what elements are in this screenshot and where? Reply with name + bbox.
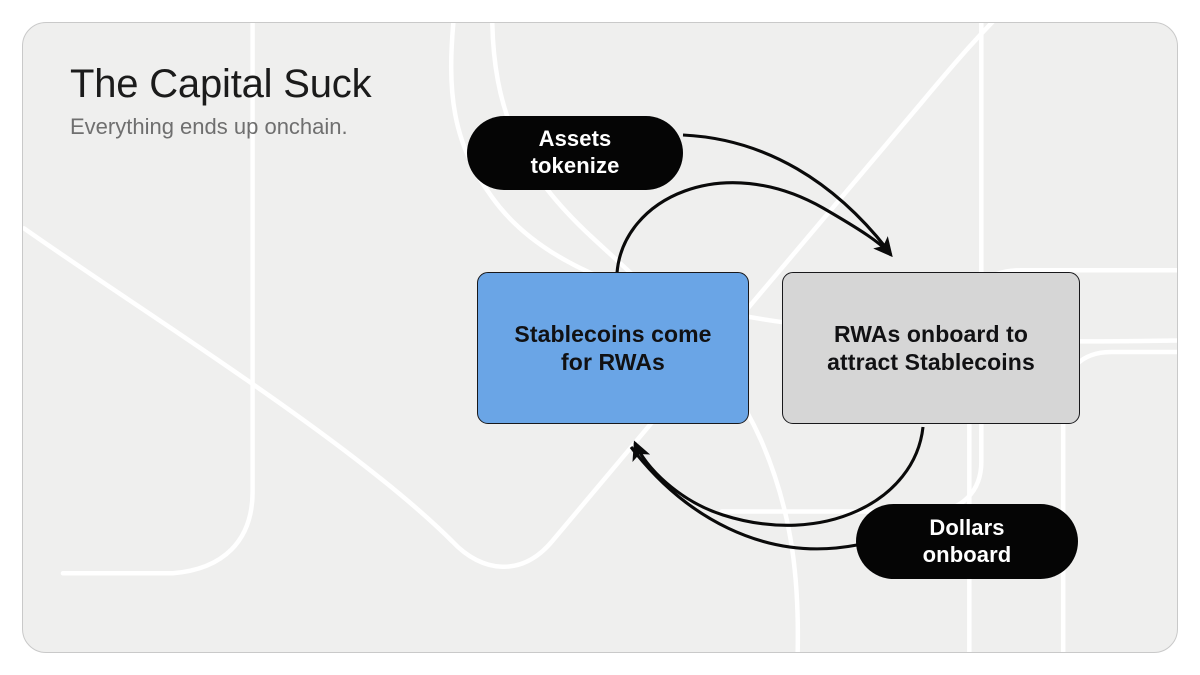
- capital-suck-diagram: Assets tokenize Stablecoins come for RWA…: [23, 23, 1177, 652]
- slide-card: The Capital Suck Everything ends up onch…: [22, 22, 1178, 653]
- node-dollars-onboard[interactable]: Dollars onboard: [856, 504, 1078, 579]
- edge-assets-tokenize-to-rwas: [682, 133, 889, 250]
- node-stablecoins-come-for-rwas[interactable]: Stablecoins come for RWAs: [477, 272, 749, 424]
- page-subtitle: Everything ends up onchain.: [70, 114, 348, 139]
- node-rwas-onboard-to-attract-stablecoins-label: RWAs onboard to attract Stablecoins: [827, 320, 1035, 375]
- heading-block: The Capital Suck Everything ends up onch…: [70, 61, 690, 140]
- node-assets-tokenize-label: Assets tokenize: [530, 126, 620, 178]
- node-stablecoins-come-for-rwas-label: Stablecoins come for RWAs: [514, 320, 712, 375]
- edge-dollars-onboard-to-stablecoins: [629, 446, 858, 551]
- edge-stablecoins-to-rwas: [615, 181, 893, 274]
- node-dollars-onboard-label: Dollars onboard: [922, 514, 1012, 567]
- page-title: The Capital Suck: [70, 62, 372, 106]
- node-rwas-onboard-to-attract-stablecoins[interactable]: RWAs onboard to attract Stablecoins: [782, 272, 1080, 424]
- node-assets-tokenize[interactable]: Assets tokenize: [467, 116, 683, 190]
